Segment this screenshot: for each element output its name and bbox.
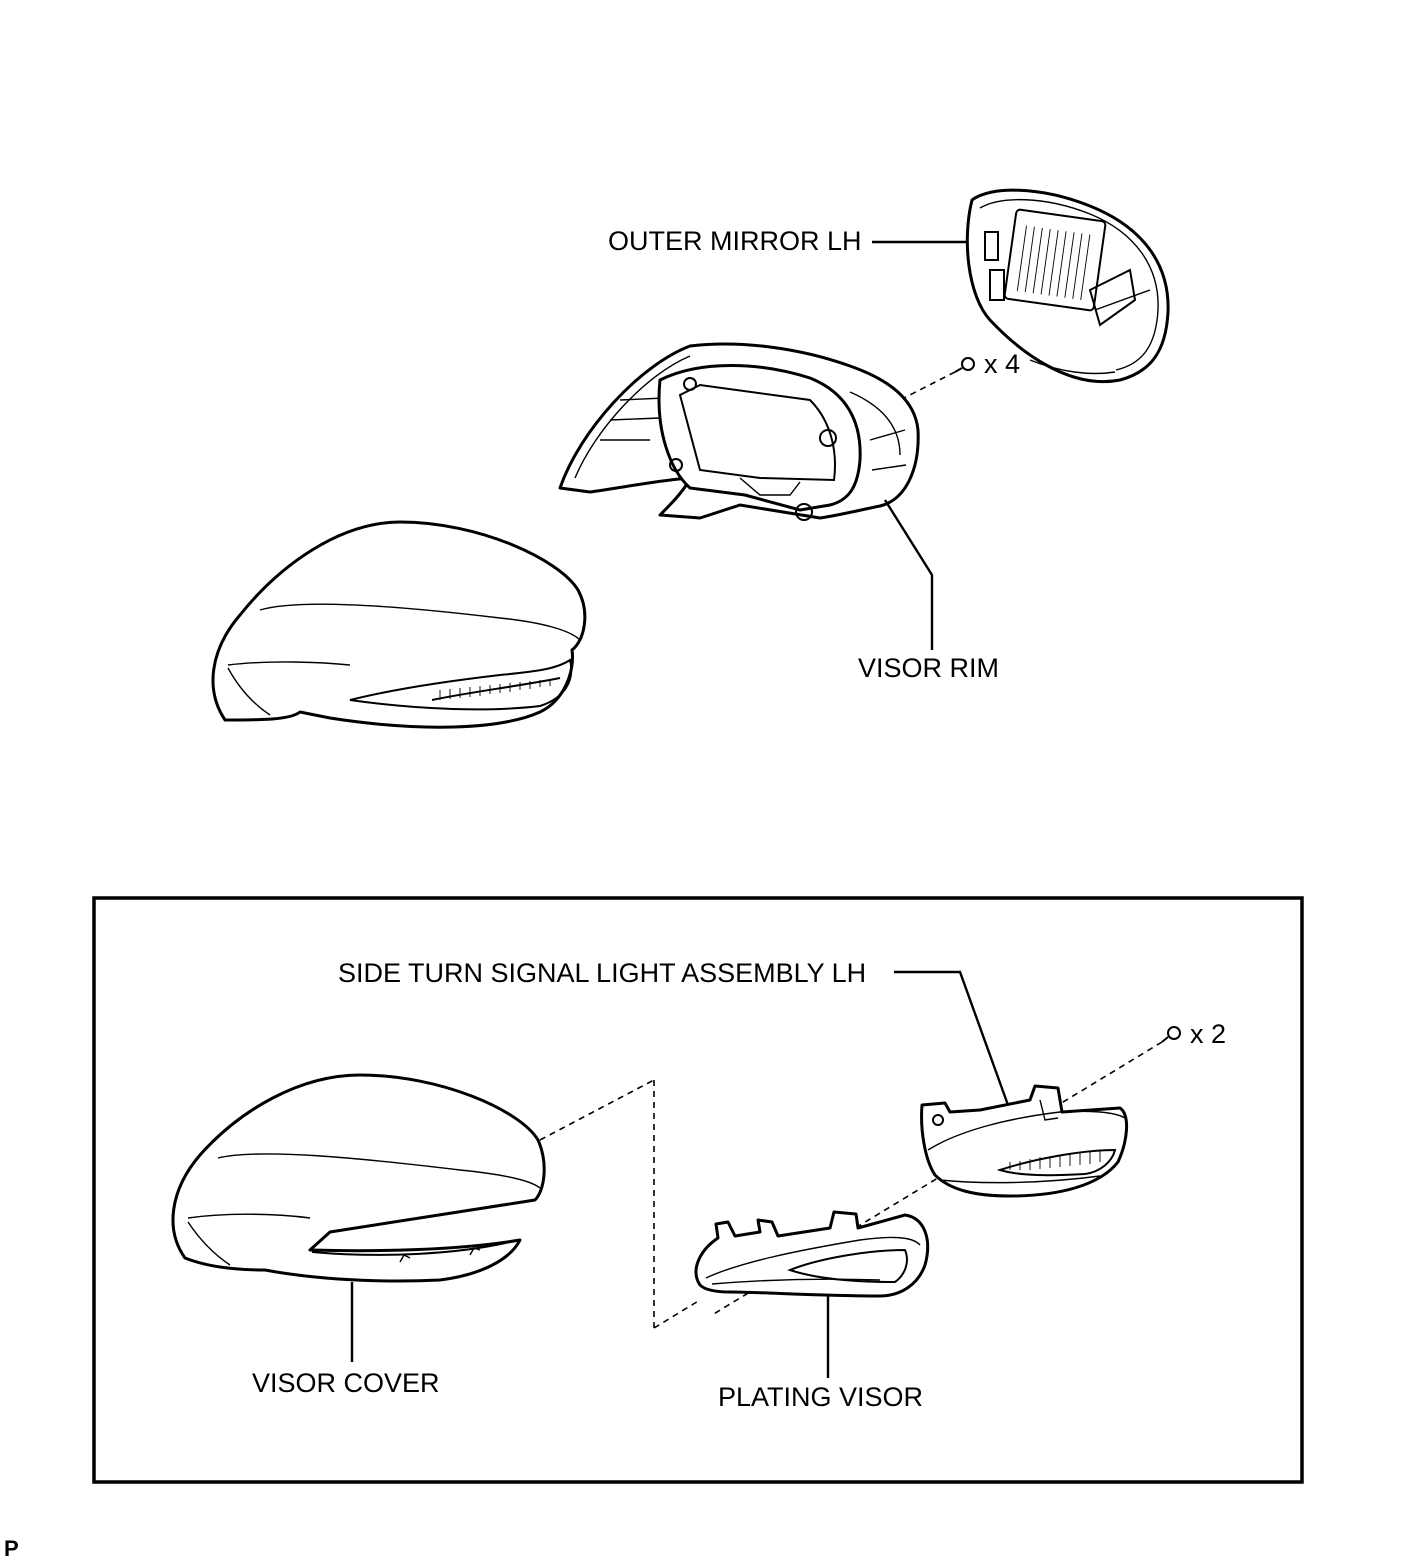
visor-rim-part — [558, 342, 920, 521]
screw-count-bottom: x 2 — [1190, 1019, 1226, 1049]
side-turn-signal-part — [920, 1084, 1128, 1198]
screw-axis-top — [899, 371, 956, 401]
dash-cover-top — [539, 1079, 655, 1141]
label-side-turn-signal: SIDE TURN SIGNAL LIGHT ASSEMBLY LH — [338, 958, 866, 988]
label-outer-mirror: OUTER MIRROR LH — [608, 226, 862, 256]
screw-count-top: x 4 — [984, 349, 1020, 379]
screw-icon-bottom — [1161, 1026, 1181, 1043]
plating-visor-part — [694, 1210, 930, 1298]
leader-side-turn-signal — [894, 970, 1010, 1106]
label-visor-rim: VISOR RIM — [858, 653, 999, 683]
corner-mark: P — [4, 1536, 19, 1561]
outer-mirror-part — [965, 188, 1170, 383]
label-visor-cover: VISOR COVER — [252, 1368, 440, 1398]
screw-icon-top — [954, 357, 975, 373]
mirror-housing-part — [211, 520, 587, 729]
label-plating-visor: PLATING VISOR — [718, 1382, 923, 1412]
detail-frame — [92, 896, 1304, 1484]
visor-cover-part — [171, 1073, 546, 1283]
dash-cover-bottom — [653, 1299, 701, 1329]
leader-visor-rim — [883, 499, 934, 650]
